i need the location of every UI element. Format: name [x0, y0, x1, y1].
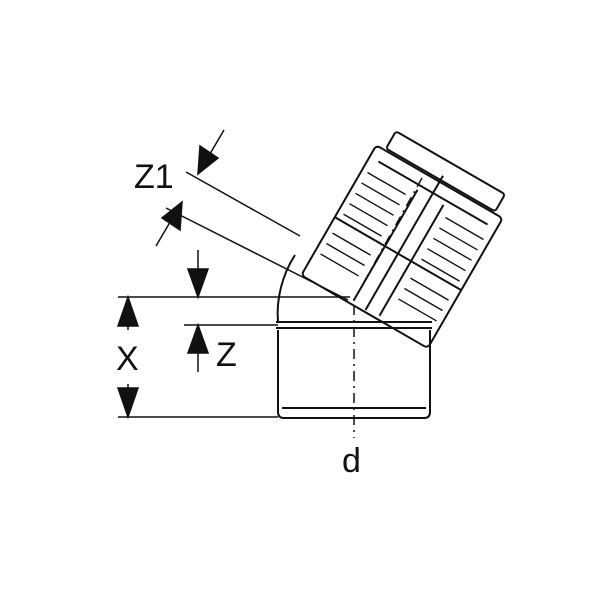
- centerlines: [353, 177, 423, 438]
- z1-arrow-lower-head: [160, 200, 183, 232]
- dimension-arrows: [116, 129, 225, 420]
- angled-centerline: [353, 177, 423, 301]
- label-z: Z: [216, 336, 237, 374]
- spigot-inner-left: [352, 189, 419, 302]
- dimension-lines: [118, 171, 350, 418]
- z-arrow-bottom-head: [186, 322, 210, 354]
- label-x: X: [116, 340, 139, 378]
- spigot-center-divider: [364, 175, 444, 311]
- z1-upper-extension: [185, 171, 301, 237]
- thread-ribs-right: [398, 216, 484, 322]
- label-d: d: [342, 442, 361, 480]
- x-arrow-top-head: [116, 294, 140, 327]
- angled-spigot: [301, 131, 505, 348]
- z1-arrow-upper-head: [197, 144, 220, 176]
- spigot-inner-right: [378, 204, 445, 317]
- label-z1: Z1: [134, 158, 174, 196]
- spigot-mid-line: [334, 216, 462, 292]
- thread-ribs-left: [320, 171, 406, 277]
- z1-lower-extension: [165, 207, 349, 301]
- body-curve: [276, 254, 296, 323]
- x-arrow-bottom-head: [116, 387, 140, 420]
- z-arrow-top-head: [186, 268, 210, 300]
